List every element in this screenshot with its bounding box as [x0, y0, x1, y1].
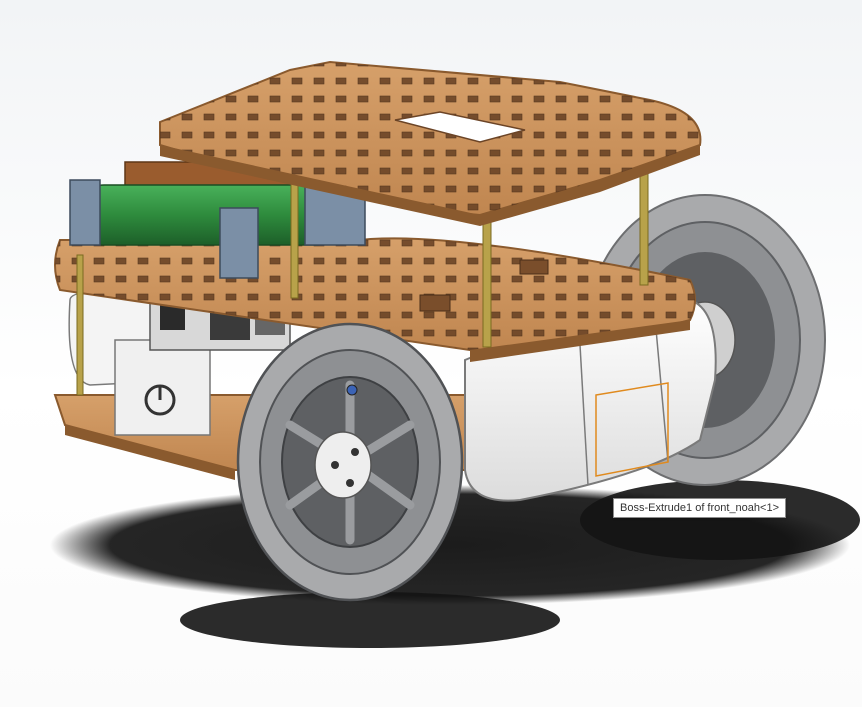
wheel-hub — [314, 431, 372, 499]
front-wheel[interactable] — [236, 322, 464, 602]
battery-cell — [79, 184, 341, 246]
top-plate-cutout — [394, 111, 526, 143]
wheel-marker-icon — [346, 384, 358, 396]
selected-face-outline — [595, 382, 669, 477]
middle-plate[interactable] — [54, 237, 696, 362]
top-plate[interactable] — [159, 60, 702, 226]
selection-tooltip: Boss-Extrude1 of front_noah<1> — [613, 498, 786, 518]
battery-holder-left — [69, 179, 101, 246]
battery-holder-right — [219, 207, 259, 279]
